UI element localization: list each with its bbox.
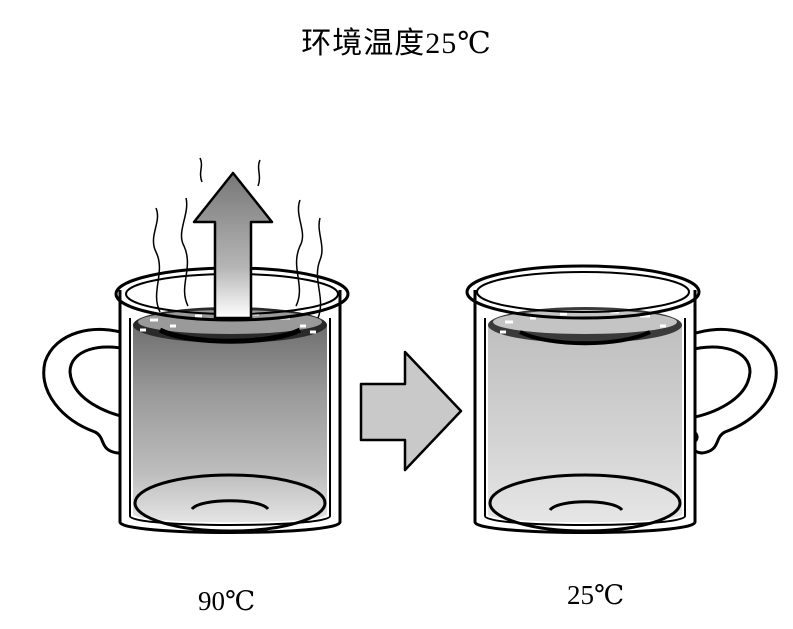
hot-temperature-label: 90℃ xyxy=(198,586,256,616)
up-arrow-icon xyxy=(192,171,274,320)
hot-cup xyxy=(42,157,350,534)
hot-liquid xyxy=(133,325,327,523)
cool-temperature-label: 25℃ xyxy=(567,580,625,610)
cool-cup-handle xyxy=(688,327,778,455)
cool-cup xyxy=(465,264,778,534)
ambient-temperature-title: 环境温度25℃ xyxy=(301,27,492,60)
right-arrow-icon xyxy=(359,350,463,472)
steam-wisps xyxy=(152,157,323,319)
hot-cup-handle xyxy=(42,327,132,455)
cool-liquid xyxy=(488,325,682,523)
